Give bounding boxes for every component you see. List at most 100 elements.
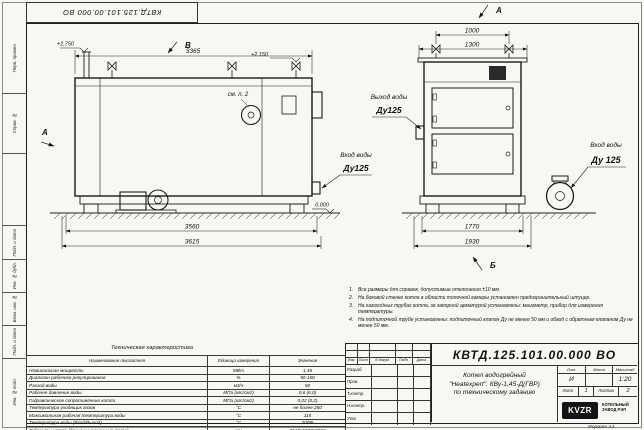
sign-podp-cell: [398, 377, 414, 389]
view-letter-b-bottom: Б: [490, 261, 496, 270]
margin-cell-sprav: Справ. №: [2, 93, 26, 153]
margin-cell-blank: [2, 153, 26, 225]
dimension-1300: [418, 45, 528, 58]
dimension-1770: [421, 216, 524, 234]
dim-1300-text: 1300: [465, 42, 480, 49]
ground-line-right: [402, 212, 596, 220]
margin-cell-inv-podl: Инв. № подл.: [2, 358, 26, 424]
document-code: КВТД.125.101.00.000 ВО: [431, 344, 637, 366]
see-note-leader: [240, 98, 250, 108]
rev-cell: [370, 344, 396, 351]
margin-cell-vzam-inv: Взам. инв. №: [2, 292, 26, 325]
document-name-line: по техническому заданию: [453, 389, 536, 396]
sign-name-cell: [372, 377, 398, 389]
sign-label-nkontr: Н.контр.: [346, 401, 372, 413]
sign-date-cell: [414, 377, 431, 389]
sign-label-utv: Утв.: [346, 413, 372, 425]
sign-podp-cell: [398, 401, 414, 413]
param-value: 1,45: [269, 366, 346, 375]
front-view: [415, 44, 575, 214]
rev-header-ndokum: N докум.: [370, 358, 396, 365]
dimension-3365: [74, 50, 313, 74]
company-cell: KVZR КОТЕЛЬНЫЙ ЗАВОД РЭП: [558, 397, 637, 422]
elevation-zero-text: 0.000: [315, 203, 330, 209]
kvzr-logo: KVZR: [562, 402, 598, 419]
param-unit: °С: [207, 418, 270, 427]
table-row: Диапазон рабочего регулирования%50-100: [26, 373, 346, 382]
param-unit: МПа (кгс/см2): [207, 388, 270, 397]
param-value: 0,02 (0,2): [269, 396, 346, 405]
param-unit: °С: [207, 411, 270, 420]
param-value: 50-100: [269, 373, 346, 382]
inlet-right-size: Ду 125: [590, 155, 621, 165]
rev-header-data: Дата: [413, 358, 431, 365]
rev-header-list: Лист: [358, 358, 370, 365]
pump-unit: [115, 189, 177, 214]
dim-3615-text: 3615: [185, 239, 200, 246]
dimension-3615: [61, 216, 322, 249]
inlet-right-leader: [570, 166, 626, 189]
note-item: 3.На газоходных трубах котла, за запорно…: [349, 303, 637, 316]
sign-name-cell: [372, 401, 398, 413]
note-number: 2.: [349, 294, 354, 301]
sign-date-cell: [414, 401, 431, 413]
note-text: Все размеры для справок, допустимые откл…: [358, 287, 501, 293]
tech-table-title: Техническая характеристика: [110, 345, 194, 351]
sign-name-cell: [372, 365, 398, 377]
param-unit: °С: [207, 403, 270, 412]
note-item: 2.На боковой стенке котла в области топо…: [349, 295, 637, 301]
param-name: Расход воды: [26, 381, 208, 390]
view-letter-a-top: А: [495, 6, 502, 15]
dim-1770-text: 1770: [465, 224, 480, 231]
rev-cell: [396, 351, 413, 358]
rev-header-podp: Подп.: [396, 358, 413, 365]
document-name: Котел водогрейный "Heatexpert". КВу-1,45…: [431, 366, 558, 422]
dimension-3560: [65, 216, 318, 234]
rev-cell: [346, 351, 358, 358]
note-text: На подпиточной трубе установлены: подпит…: [358, 316, 633, 329]
note-item: 4.На подпиточной трубе установлены: подп…: [349, 317, 637, 330]
rev-header-izm: Изм.: [346, 358, 358, 365]
mass-header: Масса: [586, 366, 613, 374]
param-name: Диапазон рабочего регулирования: [26, 373, 208, 382]
rev-cell: [396, 344, 413, 351]
param-unit: м3/ч: [207, 381, 270, 390]
param-unit: МПа (кгс/см2): [207, 396, 270, 405]
elevation-mark-2150: [270, 57, 301, 63]
param-value: не более 250: [269, 403, 346, 412]
margin-cell-inv-dubl: Инв. № дубл.: [2, 259, 26, 292]
inlet-left-leader: [321, 174, 372, 189]
dimension-1000: [435, 31, 510, 44]
scale-value: 1:20: [613, 374, 637, 387]
rev-cell: [358, 351, 370, 358]
rev-cell: [413, 351, 431, 358]
param-value: 50: [269, 381, 346, 390]
sign-date-cell: [414, 413, 431, 425]
inlet-left-label: Вход воды: [340, 151, 372, 159]
see-note-text: см. п. 2: [228, 92, 249, 98]
company-name: КОТЕЛЬНЫЙ ЗАВОД РЭП: [602, 402, 638, 413]
control-box: [489, 66, 506, 80]
col-header: Наименование показателя: [26, 355, 208, 367]
margin-cell-podp-data-1: Подп. и дата: [2, 225, 26, 259]
sign-date-cell: [414, 389, 431, 401]
lit-header: Лит.: [558, 366, 586, 374]
sign-name-cell: [372, 389, 398, 401]
param-name: Максимальная рабочая температура воды: [26, 411, 208, 420]
sign-label-tkontr: Т.контр.: [346, 389, 372, 401]
note-number: 1.: [349, 287, 354, 293]
table-row: Габариты котла (длина х ширина х высота)…: [26, 426, 346, 430]
outlet-size: Ду125: [375, 105, 402, 115]
sign-podp-cell: [398, 365, 414, 377]
param-name: Габариты котла (длина х ширина х высота): [26, 426, 208, 430]
inlet-right-label: Вход воды: [590, 141, 622, 149]
note-text: На газоходных трубах котла, за запорной …: [358, 302, 603, 315]
view-arrow-b-bottom: [472, 256, 483, 271]
view-arrow-a-left: [40, 141, 55, 147]
lit-value: И: [558, 374, 586, 387]
dimension-1930: [413, 216, 532, 249]
notes-list: 1. Все размеры для справок, допустимые от…: [349, 287, 637, 331]
